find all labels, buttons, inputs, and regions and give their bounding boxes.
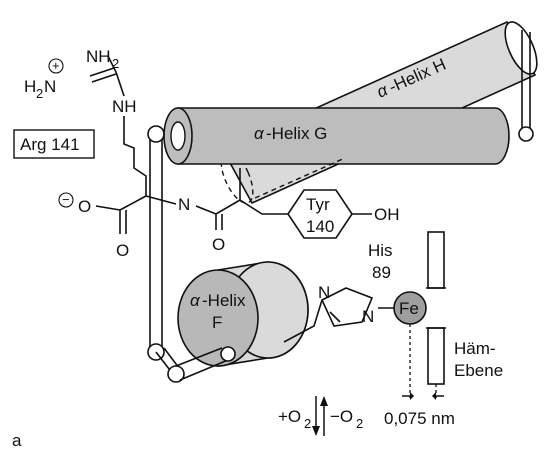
arg141-box	[13, 129, 95, 159]
panel-letter: a	[12, 431, 22, 450]
plus-o2-sub: 2	[304, 416, 311, 431]
charge-minus: −	[62, 192, 70, 207]
loop-h-g	[521, 30, 531, 132]
arg-sidechain	[123, 116, 147, 196]
imidazole-double	[329, 311, 341, 323]
his89	[283, 287, 427, 343]
helix-f-end-front	[177, 269, 259, 367]
plus-o2: +O	[278, 407, 301, 426]
haem-label-1: Häm-	[454, 339, 496, 358]
fe-label: Fe	[399, 299, 419, 318]
loop-g-f-knob-top	[147, 125, 165, 143]
minus-o2-sub: 2	[356, 416, 363, 431]
helix-f-connector	[175, 347, 229, 381]
helix-h-edge-dashed	[254, 157, 346, 199]
o-amide: O	[212, 235, 225, 254]
helix-g-label-alpha: α	[254, 124, 265, 143]
helix-f-label: -Helix	[202, 291, 246, 310]
tyr-backbone	[195, 168, 288, 230]
helix-f-letter: F	[212, 313, 222, 332]
heme-lower	[427, 327, 445, 385]
charge-plus: +	[52, 58, 60, 73]
o2-equilibrium	[312, 396, 328, 436]
nh2-top: NH	[86, 47, 111, 66]
arg-to-n	[145, 195, 177, 205]
h2n-h: H	[24, 77, 36, 96]
helix-g	[163, 107, 510, 165]
helix-f	[177, 261, 309, 367]
oh-label: OH	[374, 205, 400, 224]
o-carbonyl: O	[116, 241, 129, 260]
tyr140	[195, 168, 372, 239]
charge-minus-ring	[58, 192, 74, 208]
n-peptide: N	[178, 195, 190, 214]
charge-plus-ring	[48, 58, 64, 74]
helix-f-label-alpha: α	[190, 291, 201, 310]
helix-h-end-left	[220, 150, 254, 204]
arg141	[89, 55, 177, 234]
arg-bonds	[89, 55, 125, 97]
o-carboxyl: O	[78, 197, 91, 216]
helix-g-end-left-inner	[170, 121, 186, 151]
helix-g-label: -Helix G	[266, 124, 327, 143]
his-link	[283, 299, 323, 343]
arg141-label: Arg 141	[20, 135, 80, 154]
minus-o2: −O	[330, 407, 353, 426]
h2n-n: N	[44, 77, 56, 96]
distance-arrowhead-left	[410, 392, 414, 400]
nh2-top-sub: 2	[112, 56, 119, 71]
his-label-2: 89	[372, 263, 391, 282]
n-imid-top: N	[318, 283, 330, 302]
arg-carboxylate	[95, 195, 147, 234]
distance-arrowhead-right	[432, 392, 436, 400]
heme-upper	[427, 231, 445, 289]
nh-arg: NH	[112, 97, 137, 116]
helix-h-end-right	[504, 21, 538, 75]
haem-label-2: Ebene	[454, 361, 503, 380]
loop-g-f	[149, 134, 163, 350]
loop-h-g-knob	[518, 126, 534, 142]
h2n-sub: 2	[36, 86, 43, 101]
tyr-label-2: 140	[306, 217, 334, 236]
o2-arrowhead-down	[312, 426, 320, 436]
his-label-1: His	[368, 241, 393, 260]
heme-plane	[402, 231, 446, 400]
n-imid-bottom: N	[362, 307, 374, 326]
distance-label: 0,075 nm	[384, 409, 455, 428]
o2-arrowhead-up	[320, 396, 328, 406]
helix-g-body	[177, 107, 510, 165]
tyr-label-1: Tyr	[306, 195, 330, 214]
helix-f-connector-knob	[220, 346, 236, 362]
